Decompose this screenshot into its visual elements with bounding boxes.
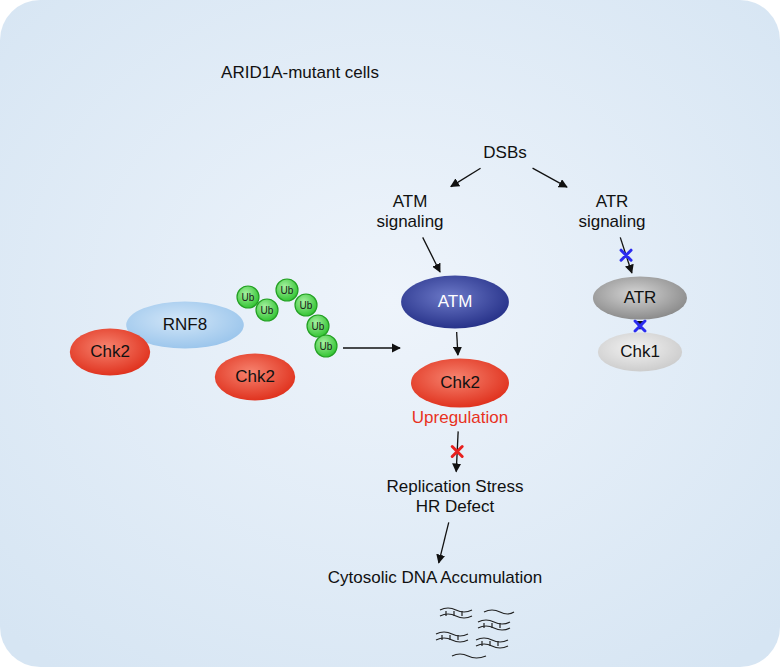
ellipse-body: ATM	[400, 275, 510, 329]
arrow-connector	[457, 332, 458, 355]
ub-label: Ub	[300, 300, 313, 311]
protein-ellipse: ATM	[400, 275, 510, 329]
ub-label: Ub	[242, 292, 255, 303]
ub-label: Ub	[261, 305, 274, 316]
protein-ellipse: Chk2Upregulation	[408, 358, 512, 428]
ellipse-body: ATR	[592, 276, 688, 320]
ellipse-body: Chk2	[69, 328, 151, 376]
node-label: Chk2	[440, 373, 480, 393]
cytosolic-dna-fragments	[436, 608, 514, 658]
ellipse-fill	[593, 276, 687, 319]
process-text: ATM signaling	[368, 190, 452, 235]
arrow-connector	[620, 237, 632, 273]
node-sublabel: Upregulation	[408, 408, 512, 428]
ellipse-body: Chk2	[410, 358, 510, 408]
protein-ellipse: Chk1	[597, 332, 683, 372]
node-label: DSBs	[483, 143, 526, 163]
diagram-title: ARID1A-mutant cells	[221, 63, 379, 83]
node-label: Chk2	[235, 367, 275, 387]
node-label: ATR	[624, 288, 657, 308]
node-label: ATM	[438, 292, 473, 312]
node-label: Chk1	[620, 342, 660, 362]
ub-arrow	[343, 347, 400, 348]
node-label: Replication Stress HR Defect	[380, 477, 530, 518]
protein-ellipse: Chk2	[69, 328, 151, 376]
protein-ellipse: ATR	[592, 276, 688, 320]
arrow-connector	[439, 522, 449, 562]
process-text: Cytosolic DNA Accumulation	[325, 566, 545, 590]
ellipse-body: Chk2	[214, 353, 296, 401]
node-label: ATM signaling	[371, 192, 449, 233]
ellipse-fill	[411, 359, 509, 408]
process-text: ATR signaling	[570, 190, 654, 235]
ub-chain	[237, 279, 337, 357]
protein-ellipse: Chk2	[214, 353, 296, 401]
node-label: ATR signaling	[573, 192, 651, 233]
arrow-connector	[451, 168, 481, 186]
ellipse-fill	[598, 332, 682, 371]
ub-label: Ub	[281, 285, 294, 296]
ellipse-fill	[401, 276, 509, 329]
node-label: Cytosolic DNA Accumulation	[328, 568, 542, 588]
ellipse-body: Chk1	[597, 332, 683, 372]
arrow-connector	[533, 168, 567, 187]
block-cross	[635, 321, 645, 331]
node-label: RNF8	[163, 315, 207, 335]
node-label: Chk2	[90, 342, 130, 362]
ellipse-fill	[70, 328, 150, 375]
block-cross	[621, 250, 631, 260]
block-cross	[452, 447, 462, 457]
ub-label: Ub	[312, 321, 325, 332]
arrow-connector	[423, 237, 440, 272]
ellipse-fill	[215, 353, 295, 400]
process-text: Replication Stress HR Defect	[377, 475, 533, 520]
ub-label: Ub	[320, 341, 333, 352]
process-text: DSBs	[480, 141, 529, 165]
